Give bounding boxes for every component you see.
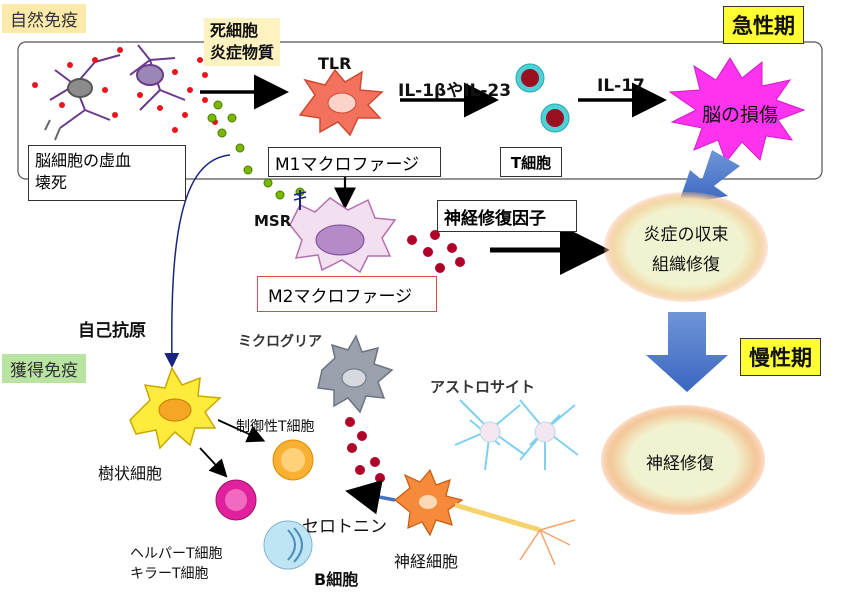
treg-label: 制御性T細胞 [236,419,315,435]
acute-resolution-arrow [678,150,740,205]
msr-label: MSR [254,212,292,230]
neuron-graphic [394,468,576,566]
t-cell-box: T細胞 [500,147,562,177]
innate-immunity-tag: 自然免疫 [2,4,86,33]
tlr-label: TLR [318,54,352,73]
dead-cells-line1: 死細胞 [210,21,259,40]
resolution-line2: 組織修復 [652,255,720,275]
nerve-repair-ellipse [601,405,765,515]
chronic-label: 慢性期 [749,346,812,370]
astrocyte-label: アストロサイト [430,378,536,396]
astrocyte-graphic [454,399,579,471]
helper-killer-label: ヘルパーT細胞 キラーT細胞 [130,544,223,584]
brain-cells-graphic [44,44,186,141]
chronic-arrow [646,312,728,392]
acquired-label: 獲得免疫 [10,361,78,381]
nerve-repair-label: 神経修復 [646,454,714,474]
microglia-dots [345,417,385,483]
repair-factor-box: 神経修復因子 [437,200,577,232]
m1-box: M1マクロファージ [268,147,441,177]
b-cell-label: B細胞 [314,570,359,589]
b-cell-graphic [263,520,313,570]
m1-label: M1マクロファージ [275,155,420,175]
m1-macrophage-graphic [298,68,384,137]
acquired-immunity-tag: 獲得免疫 [2,354,86,383]
innate-label: 自然免疫 [10,11,78,31]
ischemia-box: 脳細胞の虚血 壊死 [28,145,186,201]
m2-label: M2マクロファージ [268,287,413,307]
m2-box: M2マクロファージ [257,276,437,312]
helper-line1: ヘルパーT細胞 [130,546,223,562]
microglia-label: ミクログリア [238,334,322,350]
acute-label: 急性期 [732,14,795,38]
neuron-label: 神経細胞 [394,552,459,571]
repair-factor-label: 神経修復因子 [444,209,546,229]
m2-macrophage-graphic [289,190,397,274]
ischemia-line2: 壊死 [35,173,68,192]
dead-cells-line2: 炎症物質 [210,43,275,62]
helper-line2: キラーT細胞 [130,566,209,582]
chronic-phase-box: 慢性期 [740,338,821,376]
acute-phase-box: 急性期 [723,6,804,44]
serotonin-label: セロトニン [302,517,387,537]
t-cell-label: T細胞 [510,154,552,172]
autoantigen-label: 自己抗原 [78,321,146,341]
t-cell-graphic [515,63,570,133]
dendritic-label: 樹状細胞 [98,464,163,483]
dendritic-cell-graphic [129,366,222,450]
il1b-il23-label: IL-1βやIL-23 [398,81,512,101]
ischemia-line1: 脳細胞の虚血 [35,151,132,170]
il17-label: IL-17 [597,76,645,96]
dead-cells-box: 死細胞 炎症物質 [204,18,281,66]
resolution-line1: 炎症の収束 [643,225,729,245]
brain-damage-burst [668,57,806,164]
resolution-ellipse [604,192,768,302]
brain-damage-label: 脳の損傷 [702,104,779,126]
resolution-text: 炎症の収束 組織修復 [618,220,754,280]
repair-factor-dots [407,230,465,273]
innate-frame [17,41,823,180]
inflammatory-dots [32,47,218,133]
microglia-graphic [317,334,394,414]
